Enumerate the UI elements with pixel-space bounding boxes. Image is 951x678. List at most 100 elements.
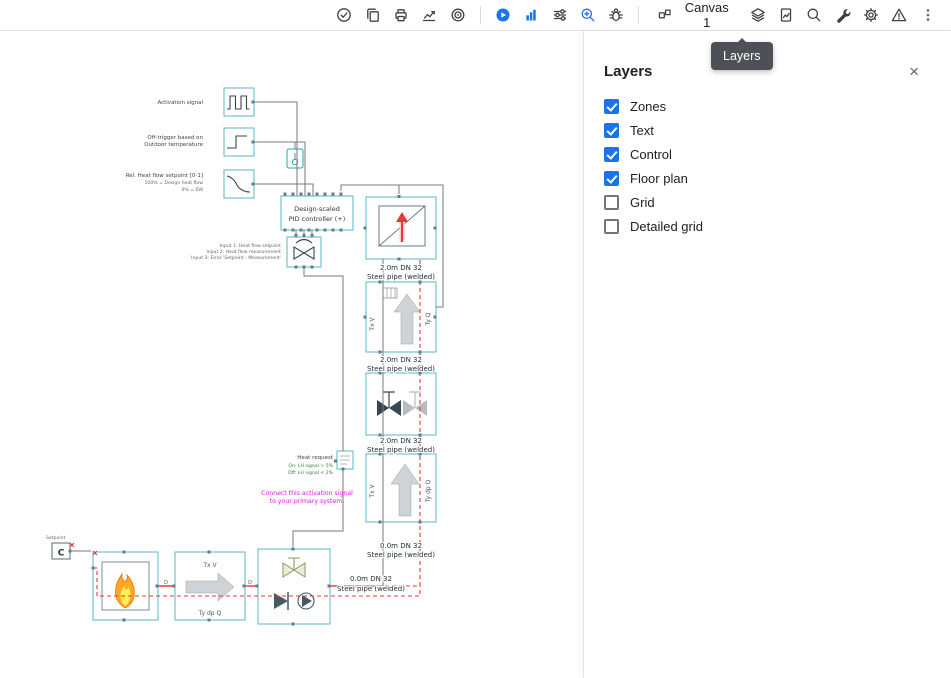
layers-panel: Layers × Zones Text Control Floor plan G… [583, 31, 951, 678]
layer-row-detailed-grid[interactable]: Detailed grid [604, 214, 931, 238]
outdoor-temp-sensor-icon[interactable] [286, 148, 304, 169]
layers-tooltip-text: Layers [723, 49, 761, 63]
simulation-chart-button[interactable] [518, 2, 544, 28]
layer-row-floor-plan[interactable]: Floor plan [604, 166, 931, 190]
verified-icon [337, 8, 352, 22]
input-label-2: Input 2: Heat flow measurement [206, 249, 281, 255]
controller-c-label: C [58, 549, 65, 559]
report-button[interactable] [773, 2, 799, 28]
diagram-canvas[interactable]: C [0, 31, 583, 678]
target-icon [451, 8, 464, 22]
layers-button[interactable] [744, 2, 770, 28]
warnings-icon [892, 8, 907, 22]
controller-c-block[interactable]: C [51, 542, 71, 560]
canvas-selector[interactable]: Canvas 1 [648, 0, 742, 30]
layer-label-detailed-grid: Detailed grid [630, 218, 703, 234]
layer-list: Zones Text Control Floor plan Grid Detai… [584, 94, 951, 238]
checkbox-detailed-grid[interactable] [604, 218, 619, 234]
pump-bottom-block[interactable] [174, 551, 246, 621]
activation-label: Activation signal [157, 100, 203, 106]
calculate-button[interactable] [490, 2, 516, 28]
tune-sliders-icon [553, 9, 566, 21]
pipe-label-5b: Steel pipe (welded) [337, 585, 405, 593]
layer-row-zones[interactable]: Zones [604, 94, 931, 118]
rel-setpoint-label-3: 0% = 0W [181, 187, 203, 193]
canvas-label: Canvas 1 [684, 0, 729, 30]
layers-icon [750, 8, 765, 22]
performance-chart-button[interactable] [416, 2, 442, 28]
heat-request-note-1: On: LH signal > 5% [288, 463, 333, 469]
search-button[interactable] [801, 2, 827, 28]
layer-row-text[interactable]: Text [604, 118, 931, 142]
checkbox-grid[interactable] [604, 194, 619, 210]
checkbox-text[interactable] [604, 122, 619, 138]
more-menu-button[interactable] [915, 2, 941, 28]
pipe-label-4a: 0.0m DN 32 [380, 542, 422, 550]
more-menu-icon [926, 9, 930, 21]
setpoint-label: Setpoint [46, 535, 65, 541]
control-valve-block[interactable] [286, 236, 322, 268]
off-trigger-label-2: Outdoor temperature [144, 142, 203, 148]
simulation-chart-icon [526, 9, 536, 21]
canvas-grid-icon [659, 9, 672, 19]
setpoint-curve-block[interactable] [223, 169, 255, 199]
printer-button[interactable] [388, 2, 414, 28]
connector-dots [68, 100, 437, 626]
checkbox-zones[interactable] [604, 98, 619, 114]
port-d-left-label: D [164, 580, 168, 586]
pump-mid-left-label: Tx V [369, 483, 376, 498]
search-icon [807, 8, 821, 22]
wrench-button[interactable] [830, 2, 856, 28]
boiler-block[interactable] [92, 551, 159, 621]
zoom-area-button[interactable] [575, 2, 601, 28]
pipe-network[interactable] [93, 259, 421, 597]
schematic-svg: C [46, 87, 444, 626]
valve-pair-block[interactable] [365, 372, 437, 436]
layer-row-control[interactable]: Control [604, 142, 931, 166]
heat-request-label: Heat request [297, 455, 334, 461]
target-button[interactable] [444, 2, 470, 28]
error-cross-marks [69, 542, 98, 556]
layer-label-zones: Zones [630, 98, 667, 114]
off-trigger-block[interactable] [223, 127, 255, 157]
toolbar-separator [638, 6, 640, 24]
pump-bottom-bottom-label: Ty dp Q [198, 610, 222, 617]
pid-label-2: PID controller (+) [289, 215, 346, 223]
warnings-button[interactable] [886, 2, 912, 28]
pipe-label-2a: 2.0m DN 32 [380, 356, 422, 364]
tune-sliders-button[interactable] [546, 2, 572, 28]
zoom-area-icon [581, 8, 595, 22]
pump-top-right-label: Ty Q [425, 312, 432, 326]
duplicate-icon [366, 8, 379, 22]
pump-top-left-label: Tx V [369, 316, 376, 331]
control-wires[interactable] [70, 101, 444, 587]
pipe-label-4b: Steel pipe (welded) [367, 551, 435, 559]
toolbar-separator [479, 6, 481, 24]
pipe-label-3b: Steel pipe (welded) [367, 446, 435, 454]
activation-signal-block[interactable] [223, 87, 255, 117]
rel-setpoint-label-2: 100% = Design heat flow [145, 180, 204, 186]
heat-request-block[interactable] [336, 450, 354, 470]
checkbox-floor-plan[interactable] [604, 170, 619, 186]
pipe-label-2b: Steel pipe (welded) [367, 365, 435, 373]
pump-mid-block[interactable] [365, 453, 437, 523]
layer-label-text: Text [630, 122, 654, 138]
checkbox-control[interactable] [604, 146, 619, 162]
bypass-valve-block[interactable] [257, 548, 331, 625]
pipe-label-3a: 2.0m DN 32 [380, 437, 422, 445]
off-trigger-label-1: Off-trigger based on [147, 135, 203, 141]
pipe-label-5a: 0.0m DN 32 [350, 575, 392, 583]
settings-button[interactable] [858, 2, 884, 28]
performance-chart-icon [423, 10, 436, 22]
printer-icon [395, 9, 407, 22]
rel-setpoint-label-1: Rel. Heat flow setpoint [0-1] [126, 173, 203, 179]
close-icon[interactable]: × [905, 61, 923, 82]
layer-row-grid[interactable]: Grid [604, 190, 931, 214]
heat-request-note-2: Off: LH signal < 2% [288, 470, 334, 476]
pid-controller-block[interactable] [280, 195, 354, 231]
activation-note-2: to your primary system. [270, 498, 345, 505]
duplicate-button[interactable] [359, 2, 385, 28]
debug-button[interactable] [603, 2, 629, 28]
heat-exchanger-block[interactable] [365, 196, 437, 260]
verified-button[interactable] [331, 2, 357, 28]
